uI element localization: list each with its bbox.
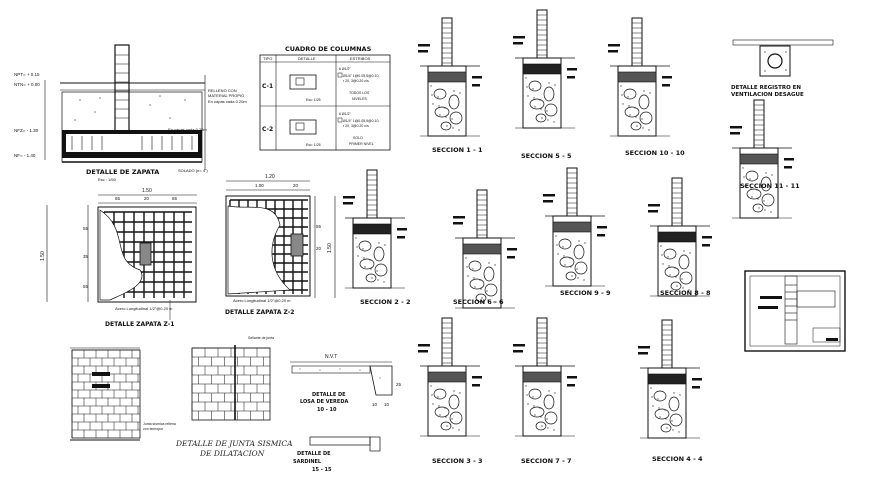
c2-s2: Ø1/4" 1@0.05,5@0.10, [343, 119, 379, 123]
brick-wall-right [191, 347, 271, 421]
c1-s2: Ø1/4" 1@0.05,5@0.10, [343, 74, 379, 78]
section-s6: SECCION 6 - 6 [453, 189, 517, 309]
cuadro-header-estribos: ESTRIBOS [350, 56, 371, 61]
section-s11: SECCION 11 - 11 [730, 99, 800, 219]
detalle-zapata-section: NPT= + 0.15 NTN= + 0.00 NFZ= - 1.30 NF= … [14, 44, 247, 182]
label-s2: SECCION 2 - 2 [360, 298, 411, 306]
detalle-zapata-z2: 1.20 1.00 20 1.50 55 20 Acero Longitudin… [225, 174, 336, 316]
z2-note: Acero Longitudinal 1/2"@0.20 m [233, 298, 291, 303]
junta-note-1: Sellante de junta [248, 336, 274, 340]
z1-dim-top-b: 20 [144, 196, 150, 201]
section-s4: SECCION 4 - 4 [638, 319, 703, 463]
cuadro-tipo-c1: C-1 [262, 83, 273, 90]
losa-dim-10b: 10 [384, 402, 390, 407]
label-s10: SECCION 10 - 10 [625, 149, 685, 157]
z1-dim-top-total: 1.50 [142, 188, 152, 194]
losa-title-3: 10 - 10 [317, 407, 337, 413]
note-capas-2: En capas cada 0.20m [168, 127, 207, 132]
junta-note-2: Junta sísmica rellena [143, 422, 176, 426]
section-s2: SECCION 2 - 2 [343, 169, 411, 306]
junta-note-3: con tecnopor [143, 427, 164, 431]
losa-dim-25: 25 [396, 382, 402, 387]
note-relleno-1: RELLENO CON [208, 88, 237, 93]
sardinel-title-2: SARDINEL [293, 459, 322, 465]
losa-title-1: DETALLE DE [312, 392, 346, 398]
cuadro-header-detalle: DETALLE [298, 56, 316, 61]
label-s1: SECCION 1 - 1 [432, 146, 483, 154]
z1-dim-top-a: 65 [115, 196, 121, 201]
title-detalle-zapata: DETALLE DE ZAPATA [86, 168, 159, 176]
z2-dim-top-a: 1.00 [255, 183, 264, 188]
junta-title-2: DE DILATACION [199, 449, 265, 458]
z2-dim-left-a: 55 [316, 224, 322, 229]
z1-dim-left-total: 1.50 [40, 251, 46, 261]
note-solado: SOLADO (e= 4") [178, 168, 208, 173]
level-npt: NPT= + 0.15 [14, 72, 40, 77]
label-s9: SECCION 9 - 9 [560, 289, 611, 297]
z2-dim-left-b: 20 [316, 246, 322, 251]
sardinel-title-1: DETALLE DE [297, 451, 331, 457]
c1-s5: NIVELES [352, 97, 367, 101]
z2-dim-left-total: 1.50 [327, 243, 333, 253]
c2-s5: PRIMER NIVEL [349, 142, 374, 146]
section-s3: SECCION 3 - 3 [418, 317, 483, 465]
cuadro-header-tipo: TIPO [263, 56, 272, 61]
z1-title: DETALLE ZAPATA Z-1 [105, 321, 174, 328]
cuadro-tipo-c2: C-2 [262, 126, 273, 133]
label-s3: SECCION 3 - 3 [432, 457, 483, 465]
mini-sheet-thumbnail [744, 270, 846, 352]
c2-s4: SOLO [353, 136, 363, 140]
label-s6: SECCION 6 - 6 [453, 298, 504, 306]
section-s9: SECCION 9 - 9 [543, 167, 611, 297]
secciones-group: SECCION 1 - 1 SECCION 5 - 5 SECCION 10 - 1… [343, 9, 800, 465]
z2-dim-top-b: 20 [293, 183, 299, 188]
section-s8: SECCION 8 - 8 [648, 177, 712, 297]
detalle-registro: DETALLE REGISTRO EN VENTILACION DESAGUE [731, 39, 834, 98]
section-s1: SECCION 1 - 1 [418, 17, 483, 154]
section-s5: SECCION 5 - 5 [513, 9, 577, 160]
cuadro-de-columnas: CUADRO DE COLUMNAS TIPO DETALLE ESTRIBOS… [259, 45, 391, 151]
z1-dim-top-c: 65 [172, 196, 178, 201]
scale-detalle-zapata: Esc : 1/50 [98, 177, 117, 182]
z1-dim-left-a: 55 [83, 226, 89, 231]
label-s8: SECCION 8 - 8 [660, 289, 711, 297]
nvt-label: N.V.T [325, 354, 337, 360]
cuadro-title: CUADRO DE COLUMNAS [285, 45, 372, 53]
sardinel-title-3: 15 - 15 [312, 467, 332, 473]
c2-s1: 6 Ø1/2" [339, 112, 352, 116]
c2-s3: r 20, 3@0.20 c/s [343, 124, 369, 128]
z1-note: Acero Longitudinal 1/2"@0.20 m [115, 306, 173, 311]
section-s10: SECCION 10 - 10 [608, 17, 685, 157]
level-ntn: NTN= + 0.00 [14, 82, 40, 87]
detalle-zapata-z1: 1.50 65 20 65 1.50 55 35 55 Acero Longit… [40, 188, 197, 328]
brick-wall-left [71, 349, 141, 439]
registro-title-1: DETALLE REGISTRO EN [731, 85, 801, 91]
z2-dim-top-total: 1.20 [265, 174, 275, 180]
c1-s1: 6 Ø1/2" [339, 67, 352, 71]
label-s11: SECCION 11 - 11 [740, 182, 800, 190]
label-s7: SECCION 7 - 7 [521, 457, 572, 465]
level-nfz: NFZ= - 1.30 [14, 128, 39, 133]
z1-dim-left-c: 55 [83, 284, 89, 289]
detalle-junta-sismica: Sellante de junta Junta sísmica rellena … [70, 336, 402, 473]
label-s4: SECCION 4 - 4 [652, 455, 703, 463]
level-nf: NF= - 1.40 [14, 153, 36, 158]
z2-title: DETALLE ZAPATA Z-2 [225, 309, 294, 316]
z1-dim-left-b: 35 [83, 254, 89, 259]
note-capas-1: En capas cada 0.20m [208, 99, 247, 104]
c1-s4: TODOS LOS [349, 91, 370, 95]
note-relleno-2: MATERIAL PROPIO [208, 93, 244, 98]
junta-title-1: DETALLE DE JUNTA SISMICA [175, 439, 293, 448]
section-s7: SECCION 7 - 7 [513, 317, 577, 465]
losa-title-2: LOSA DE VEREDA [300, 399, 348, 405]
c1-s3: r 20, 3@0.20 c/s [343, 79, 369, 83]
cuadro-esc-c1: Esc: 1/25 [306, 98, 321, 102]
cuadro-esc-c2: Esc: 1/25 [306, 143, 321, 147]
registro-title-2: VENTILACION DESAGUE [731, 92, 804, 98]
losa-dim-10a: 10 [372, 402, 378, 407]
label-s5: SECCION 5 - 5 [521, 152, 572, 160]
